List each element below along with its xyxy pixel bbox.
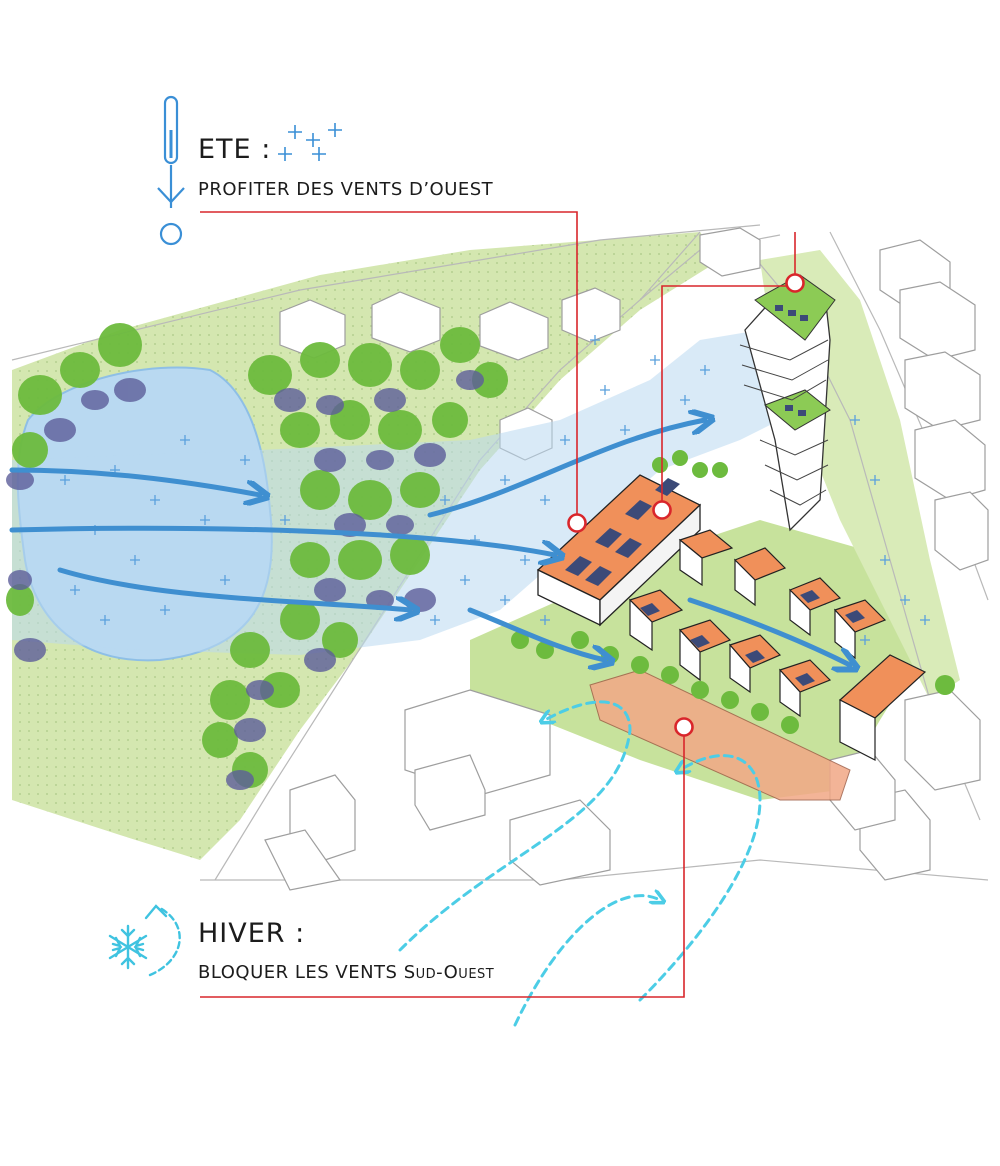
cool-cross-icon	[278, 123, 342, 161]
summer-wind-field	[12, 330, 780, 655]
winter-wind-arrows	[398, 700, 762, 1027]
snowflake-icon	[108, 904, 181, 977]
street-trees	[511, 450, 955, 734]
project-buildings	[536, 474, 927, 801]
thermometer-icon	[157, 95, 185, 246]
winter-subtitle: BLOQUER LES VENTS Sud-Ouest	[198, 962, 495, 983]
tower-building	[739, 274, 836, 532]
callout-lines	[200, 211, 796, 998]
context-buildings	[264, 227, 989, 891]
summer-title: ETE :	[198, 134, 272, 165]
summer-wind-arrows	[9, 420, 850, 665]
callout-markers	[567, 273, 805, 737]
winter-title: HIVER :	[198, 918, 306, 949]
summer-subtitle: PROFITER DES VENTS D’OUEST	[198, 179, 494, 200]
tree-clusters	[6, 323, 508, 790]
